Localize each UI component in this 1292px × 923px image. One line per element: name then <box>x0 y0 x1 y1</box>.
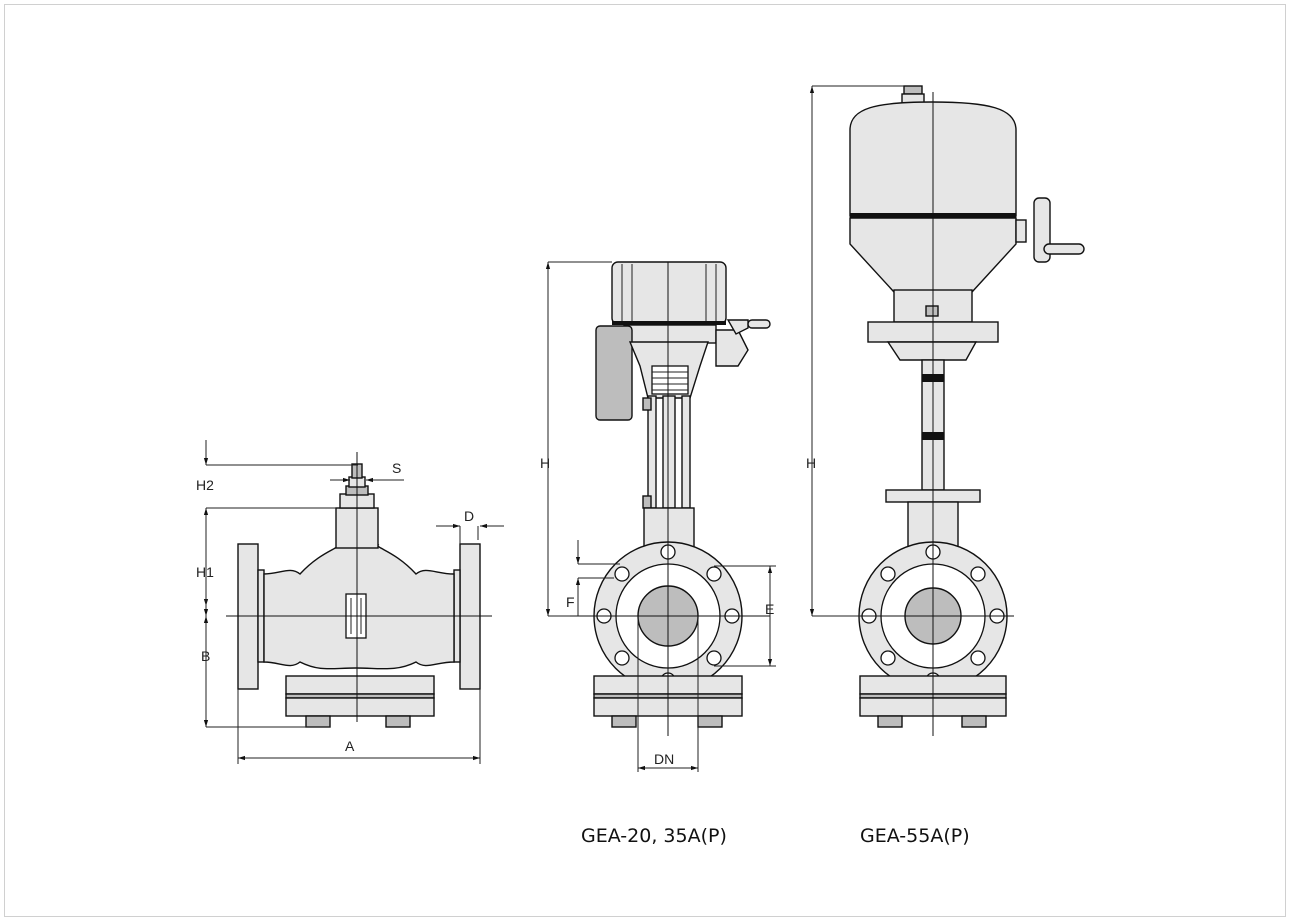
label-d: D <box>464 508 474 524</box>
right-dimensions <box>809 85 904 617</box>
label-h1: H1 <box>196 564 214 580</box>
drawing-frame <box>4 4 1286 917</box>
label-f: F <box>566 594 575 610</box>
left-dimensions <box>203 440 504 764</box>
label-h-right: H <box>806 455 816 471</box>
valve-body-side-view <box>226 452 492 728</box>
caption-gea-20-35a: GEA-20, 35A(P) <box>581 825 727 847</box>
actuator-gea-55a-view <box>849 85 1085 736</box>
middle-dimensions <box>545 261 776 772</box>
label-e: E <box>765 601 774 617</box>
label-h2: H2 <box>196 477 214 493</box>
label-b: B <box>201 648 210 664</box>
caption-gea-55a: GEA-55A(P) <box>860 825 970 847</box>
label-a: A <box>345 738 355 754</box>
label-s: S <box>392 460 401 476</box>
label-dn: DN <box>654 751 674 767</box>
label-h-middle: H <box>540 455 550 471</box>
actuator-gea-20-35a-view <box>568 261 771 736</box>
